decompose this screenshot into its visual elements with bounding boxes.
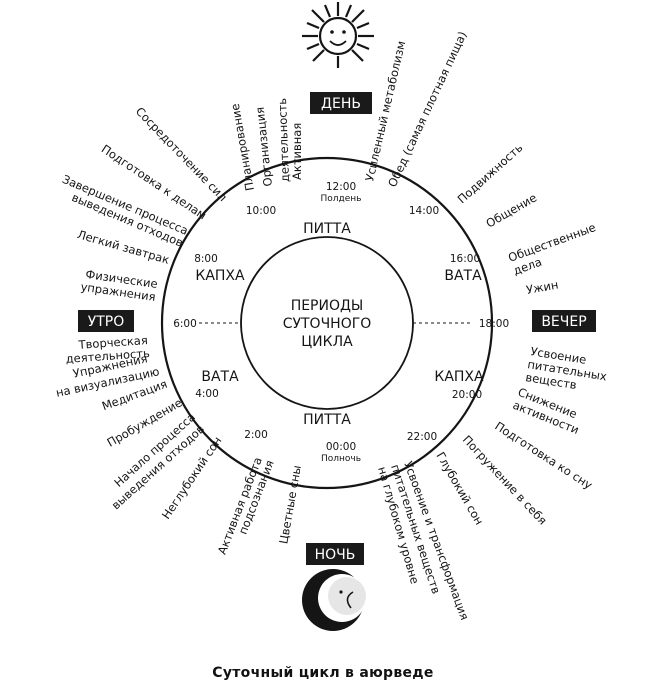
period-day-label: ДЕНЬ (310, 92, 372, 114)
dosha-pitta-day: ПИТТА (303, 221, 351, 237)
center-line-2: СУТОЧНОГО (283, 316, 372, 332)
diagram-caption: Суточный цикл в аюрведе (212, 665, 434, 681)
time-noon: Полдень (321, 194, 362, 204)
time-1000: 10:00 (246, 205, 276, 217)
activity-active-work-2: деятельность (275, 98, 292, 183)
period-morning-label: УТРО (78, 310, 134, 332)
dosha-pitta-night: ПИТТА (303, 412, 351, 428)
outer-cycle-ring (160, 156, 494, 490)
activity-color-dreams: Цветные сны (276, 464, 304, 545)
time-2000: 20:00 (452, 389, 482, 401)
period-evening-label: ВЕЧЕР (532, 310, 596, 332)
inner-ring-ticks (240, 318, 414, 328)
dosha-kapha-evening: КАПХА (434, 369, 484, 385)
center-title: ПЕРИОДЫ СУТОЧНОГО ЦИКЛА (283, 298, 372, 350)
time-0800: 8:00 (194, 253, 218, 265)
svg-text:ДЕНЬ: ДЕНЬ (321, 96, 361, 112)
moon-icon (302, 569, 366, 631)
time-2200: 22:00 (407, 431, 437, 443)
activity-creative-1: Творческая (77, 333, 148, 352)
period-night-label: НОЧЬ (306, 543, 364, 565)
time-1600: 16:00 (450, 253, 480, 265)
time-1800: 18:00 (479, 318, 509, 330)
activity-dinner: Ужин (525, 278, 559, 297)
activity-active-work-1: Активная (290, 123, 304, 180)
time-midnight: Полночь (321, 454, 361, 464)
svg-text:НОЧЬ: НОЧЬ (315, 547, 356, 563)
dosha-kapha-morning: КАПХА (195, 268, 245, 284)
time-0200: 2:00 (244, 429, 268, 441)
time-0400: 4:00 (195, 388, 219, 400)
sun-icon (302, 2, 374, 68)
svg-text:ВЕЧЕР: ВЕЧЕР (541, 314, 586, 330)
time-1400: 14:00 (409, 205, 439, 217)
activity-focus: Сосредоточение сил (133, 104, 230, 204)
center-line-3: ЦИКЛА (301, 334, 353, 350)
time-0000: 00:00 (326, 441, 356, 453)
dosha-vata-night: ВАТА (201, 369, 239, 385)
time-0600: 6:00 (173, 318, 197, 330)
time-1200: 12:00 (326, 181, 356, 193)
dosha-labels: ПИТТА ВАТА КАПХА ПИТТА ВАТА КАПХА (195, 221, 484, 428)
svg-text:УТРО: УТРО (88, 314, 125, 330)
activity-social-1: Общественные (506, 220, 597, 265)
activity-creative-2: деятельность (65, 346, 150, 366)
activity-communication: Общение (484, 190, 540, 230)
time-labels: 12:00 Полдень 14:00 16:00 18:00 20:00 22… (173, 181, 509, 464)
center-line-1: ПЕРИОДЫ (291, 298, 364, 314)
dosha-vata-day: ВАТА (444, 268, 482, 284)
activity-mobility: Подвижность (455, 140, 526, 206)
